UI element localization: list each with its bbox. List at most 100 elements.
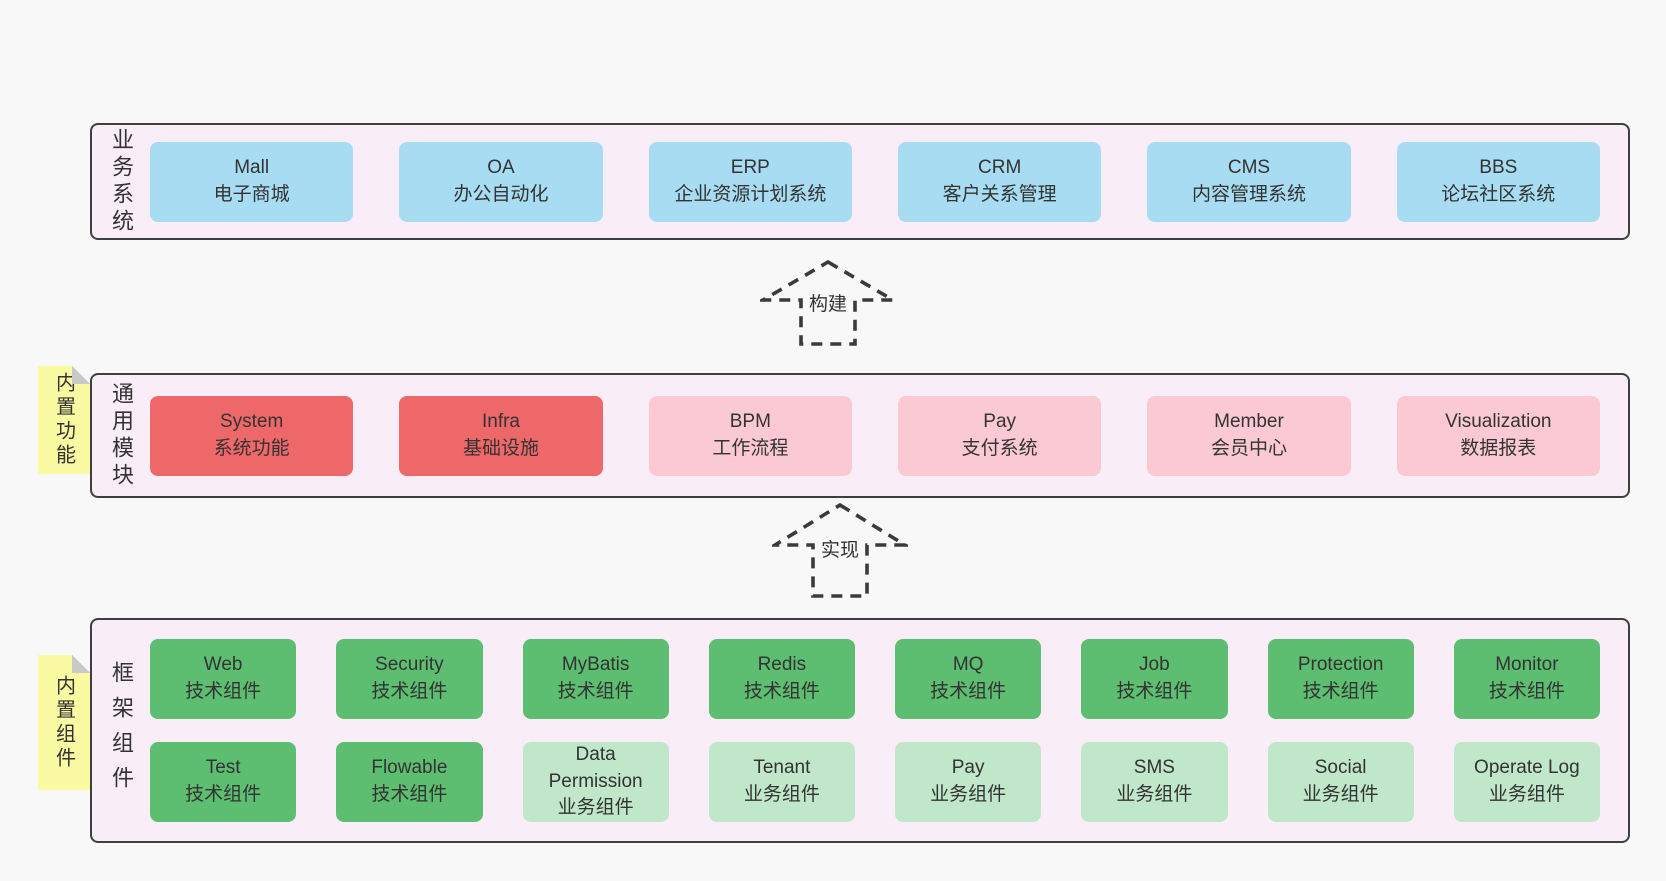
box-subtitle: 电子商城 <box>213 183 290 205</box>
box-pay: Pay 支付系统 <box>897 395 1102 476</box>
box-member: Member 会员中心 <box>1147 395 1351 476</box>
box-title: System <box>219 410 284 432</box>
box-mall: Mall 电子商城 <box>150 141 354 222</box>
box-title: Redis <box>757 654 807 676</box>
box-subtitle: 技术组件 <box>185 681 262 702</box>
dashed-up-arrow-icon <box>772 503 908 598</box>
box-subtitle: 业务组件 <box>1116 784 1193 805</box>
box-subtitle: 业务组件 <box>1488 784 1565 805</box>
box-title: Mall <box>234 156 270 178</box>
box-subtitle: 技术组件 <box>1488 681 1565 702</box>
box-subtitle: 技术组件 <box>930 681 1007 702</box>
note-built-in-features: 内置功能 <box>38 366 90 474</box>
box-title: MQ <box>952 654 984 676</box>
box-flowable: Flowable 技术组件 <box>336 742 483 822</box>
box-title: Monitor <box>1495 654 1559 676</box>
box-title: Member <box>1214 410 1284 432</box>
box-protection: Protection 技术组件 <box>1267 639 1414 719</box>
box-title: Test <box>205 757 241 779</box>
layer-label-common-modules: 通用模块 <box>109 381 134 490</box>
layer-label-business-systems: 业务系统 <box>109 127 134 236</box>
box-subtitle: 技术组件 <box>1116 681 1193 702</box>
box-subtitle: 论坛社区系统 <box>1441 183 1556 205</box>
box-infra: Infra 基础设施 <box>399 395 603 476</box>
box-title: SMS <box>1133 757 1175 779</box>
box-subtitle: 工作流程 <box>712 437 789 459</box>
arrow-build: 构建 <box>760 260 896 346</box>
box-title: Operate Log <box>1474 757 1580 779</box>
box-data-permission: Data Permission 业务组件 <box>522 742 669 822</box>
box-cms: CMS 内容管理系统 <box>1147 141 1351 222</box>
arrow-build-label: 构建 <box>805 289 851 317</box>
box-title: Tenant <box>753 757 811 779</box>
box-social: Social 业务组件 <box>1267 742 1414 822</box>
box-system: System 系统功能 <box>150 395 354 476</box>
box-subtitle: 数据报表 <box>1460 437 1537 459</box>
box-mybatis: MyBatis 技术组件 <box>522 639 669 719</box>
box-redis: Redis 技术组件 <box>708 639 855 719</box>
box-subtitle: 技术组件 <box>371 784 448 805</box>
box-sms: SMS 业务组件 <box>1081 742 1228 822</box>
box-subtitle: 业务组件 <box>930 784 1007 805</box>
box-title: CRM <box>978 156 1022 178</box>
box-test: Test 技术组件 <box>150 742 297 822</box>
box-title: Social <box>1314 757 1367 779</box>
box-subtitle: 基础设施 <box>462 437 539 459</box>
box-title: Pay <box>951 757 985 779</box>
box-title: BPM <box>729 410 771 432</box>
arrow-implement-label: 实现 <box>817 535 863 563</box>
box-subtitle: 支付系统 <box>961 437 1038 459</box>
box-title: Infra <box>481 410 520 432</box>
box-job: Job 技术组件 <box>1081 639 1228 719</box>
box-visualization: Visualization 数据报表 <box>1396 395 1600 476</box>
box-bpm: BPM 工作流程 <box>648 395 852 476</box>
box-title: Web <box>203 654 243 676</box>
box-title: Flowable <box>371 757 448 779</box>
box-title: OA <box>487 156 515 178</box>
box-subtitle: 内容管理系统 <box>1191 183 1306 205</box>
arrow-implement: 实现 <box>772 503 908 598</box>
box-monitor: Monitor 技术组件 <box>1453 639 1600 719</box>
box-crm: CRM 客户关系管理 <box>897 141 1102 222</box>
box-subtitle: 会员中心 <box>1210 437 1287 459</box>
box-pay: Pay 业务组件 <box>895 742 1042 822</box>
box-title: Visualization <box>1445 410 1552 432</box>
box-subtitle: 业务组件 <box>557 797 634 819</box>
box-title: ERP <box>730 156 770 178</box>
box-title: Job <box>1139 654 1170 676</box>
box-security: Security 技术组件 <box>336 639 483 719</box>
box-bbs: BBS 论坛社区系统 <box>1396 141 1600 222</box>
box-subtitle: 技术组件 <box>557 681 634 702</box>
box-subtitle: 技术组件 <box>371 681 448 702</box>
box-operate-log: Operate Log 业务组件 <box>1453 742 1600 822</box>
box-subtitle: 技术组件 <box>1302 681 1379 702</box>
box-title: Data Permission <box>548 743 643 792</box>
box-subtitle: 业务组件 <box>743 784 820 805</box>
box-mq: MQ 技术组件 <box>895 639 1042 719</box>
box-tenant: Tenant 业务组件 <box>708 742 855 822</box>
box-subtitle: 系统功能 <box>213 437 290 459</box>
box-subtitle: 技术组件 <box>743 681 820 702</box>
box-title: MyBatis <box>561 654 630 676</box>
box-title: Protection <box>1297 654 1384 676</box>
note-built-in-components: 内置组件 <box>38 655 90 790</box>
layer-label-framework-components: 框架组件 <box>109 660 134 801</box>
box-subtitle: 技术组件 <box>185 784 262 805</box>
box-title: CMS <box>1227 156 1271 178</box>
box-row: System 系统功能 Infra 基础设施 BPM 工作流程 Pay 支付系统 Member 会… <box>150 395 1600 476</box>
box-subtitle: 办公自动化 <box>453 183 549 205</box>
dashed-up-arrow-icon <box>760 260 896 346</box>
box-subtitle: 业务组件 <box>1302 784 1379 805</box>
box-title: BBS <box>1479 156 1518 178</box>
box-title: Security <box>375 654 444 676</box>
layer-common-modules: 通用模块 System 系统功能 Infra 基础设施 BPM 工作流程 Pay 支付系统 Me… <box>90 373 1630 498</box>
box-web: Web 技术组件 <box>150 639 297 719</box>
box-title: Pay <box>983 410 1017 432</box>
box-subtitle: 客户关系管理 <box>942 183 1057 205</box>
